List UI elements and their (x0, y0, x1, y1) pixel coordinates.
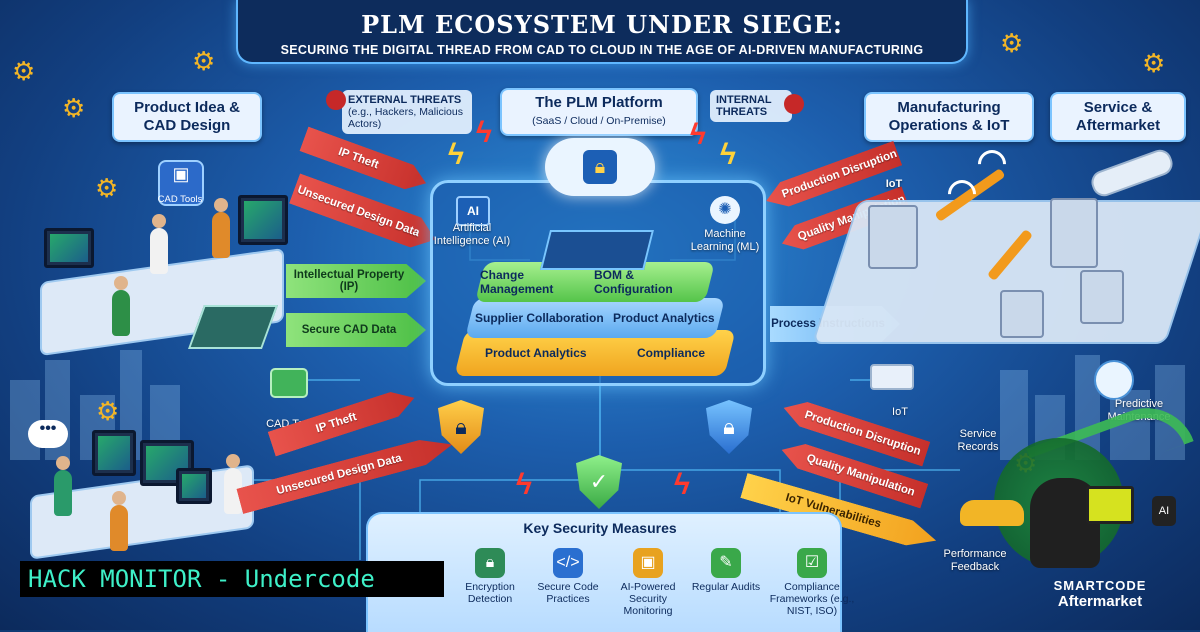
secure-cad-arrow: Secure CAD Data (286, 313, 426, 347)
external-threats-title: EXTERNAL THREATS (348, 94, 462, 106)
intellectual-property-arrow: Intellectual Property (IP) (286, 264, 426, 298)
layer-bom-configuration: BOM & Configuration (594, 268, 674, 296)
cad-tools-chip-icon (270, 368, 308, 398)
machine (1050, 198, 1098, 268)
ai-label: Artificial Intelligence (AI) (433, 222, 511, 247)
ml-label: Machine Learning (ML) (690, 228, 760, 253)
insider-icon (784, 94, 804, 114)
cad-tools-top-label: CAD Tools (157, 194, 203, 205)
internal-threats-box: INTERNAL THREATS (710, 90, 792, 122)
iot-mid-label: IoT (892, 406, 908, 418)
layer-product-analytics-left: Product Analytics (485, 346, 587, 360)
monitor (44, 228, 94, 268)
gear-icon: ⚙ (95, 173, 119, 203)
lightning-icon: ϟ (516, 468, 532, 501)
iot-router-icon (870, 364, 914, 390)
security-measures-title: Key Security Measures (523, 520, 677, 536)
lightning-icon: ϟ (690, 118, 706, 151)
measure-ai-monitoring: ▣ AI-Powered Security Monitoring (608, 548, 688, 617)
engineer-figure (150, 214, 168, 274)
plm-platform-subtitle: (SaaS / Cloud / On-Premise) (532, 115, 666, 127)
engineer-figure (54, 456, 72, 516)
city-skyline (10, 350, 1185, 460)
external-threats-subtitle: (e.g., Hackers, Malicious Actors) (348, 106, 463, 130)
ai-phone-icon: AI (1152, 496, 1176, 526)
hack-monitor-banner: HACK MONITOR - Undercode (20, 561, 444, 597)
engineer-figure (212, 198, 230, 258)
measure-label: Compliance Frameworks (e.g., NIST, ISO) (769, 581, 855, 617)
page-title: PLM ECOSYSTEM UNDER SIEGE: (361, 10, 843, 39)
layer-product-analytics-right: Product Analytics (613, 311, 716, 325)
speech-bubble-icon: ••• (28, 420, 68, 448)
monitor (176, 468, 212, 504)
section-manufacturing: Manufacturing Operations & IoT (864, 92, 1034, 142)
measure-secure-code: </> Secure Code Practices (528, 548, 608, 605)
brand-text: SMARTCODE (1053, 578, 1147, 593)
layer-change-management: Change Management (480, 268, 554, 296)
monitor (92, 430, 136, 476)
platform-chip (540, 230, 654, 270)
measure-audits: ✎ Regular Audits (686, 548, 766, 593)
checklist-icon: ☑ (797, 548, 827, 578)
cloud-lock-icon: 🔒︎ (583, 150, 617, 184)
gear-icon: ⚙ (1000, 28, 1024, 58)
gear-icon: ⚙ (62, 93, 86, 123)
page-subtitle: SECURING THE DIGITAL THREAD FROM CAD TO … (280, 43, 924, 57)
internal-threats-title: INTERNAL THREATS (716, 94, 772, 118)
gear-icon: ⚙ (96, 396, 120, 426)
measure-label: Secure Code Practices (537, 581, 599, 605)
brain-icon: ✺ (710, 196, 740, 224)
lock-icon: 🔒︎ (475, 548, 505, 578)
machine (868, 205, 918, 269)
gauge-icon (1094, 360, 1134, 400)
measure-compliance: ☑ Compliance Frameworks (e.g., NIST, ISO… (764, 548, 860, 617)
engineer-figure (110, 491, 128, 551)
car-icon (960, 500, 1024, 526)
engineer-figure (112, 276, 130, 336)
measure-encryption: 🔒︎ Encryption Detection (450, 548, 530, 605)
code-icon: </> (553, 548, 583, 578)
monitor (140, 440, 194, 486)
lightning-icon: ϟ (720, 138, 736, 171)
service-records-label: Service Records (957, 428, 999, 453)
lightning-icon: ϟ (476, 116, 492, 149)
performance-feedback-label: Performance Feedback (943, 548, 1007, 573)
cad-icon: ▣ (172, 164, 190, 184)
monitor (238, 195, 288, 245)
gear-icon: ⚙ (192, 46, 216, 76)
external-threats-box: EXTERNAL THREATS (e.g., Hackers, Malicio… (342, 90, 472, 134)
predictive-maintenance-label: Predictive Maintenance (1107, 398, 1171, 423)
measure-label: Regular Audits (691, 581, 761, 593)
iot-top-label: IoT (885, 178, 903, 190)
section-product-idea: Product Idea & CAD Design (112, 92, 262, 142)
layer-compliance: Compliance (636, 346, 705, 360)
clipboard-icon: ✎ (711, 548, 741, 578)
section-plm-platform: The PLM Platform (SaaS / Cloud / On-Prem… (500, 88, 698, 136)
layer-supplier-analytics: Supplier Collaboration Product Analytics (465, 298, 725, 338)
machine (1000, 290, 1044, 338)
gear-icon: ⚙ (12, 56, 36, 86)
lightning-icon: ϟ (674, 468, 690, 501)
layer-supplier-collaboration: Supplier Collaboration (474, 311, 604, 325)
measure-label: Encryption Detection (465, 581, 515, 605)
cloud-icon: 🔒︎ (545, 138, 655, 196)
machine (1080, 270, 1124, 324)
lightning-icon: ϟ (448, 138, 464, 171)
aftermarket-label: Aftermarket (1057, 593, 1143, 610)
hacker-icon (326, 90, 346, 110)
engineer-figure (224, 454, 242, 514)
laptop-icon (1086, 486, 1134, 524)
security-measures-panel (366, 512, 842, 632)
measure-label: AI-Powered Security Monitoring (620, 581, 676, 617)
gear-icon: ⚙ (1142, 48, 1166, 78)
smartcode-logo: SMARTCODE Aftermarket (1030, 578, 1170, 610)
plm-platform-title: The PLM Platform (535, 94, 663, 111)
monitor-icon: ▣ (633, 548, 663, 578)
cad-tools-badge: ▣ (158, 160, 204, 206)
ai-chip-icon: AI (456, 196, 490, 226)
title-banner: PLM ECOSYSTEM UNDER SIEGE: SECURING THE … (236, 0, 968, 64)
section-service: Service & Aftermarket (1050, 92, 1186, 142)
